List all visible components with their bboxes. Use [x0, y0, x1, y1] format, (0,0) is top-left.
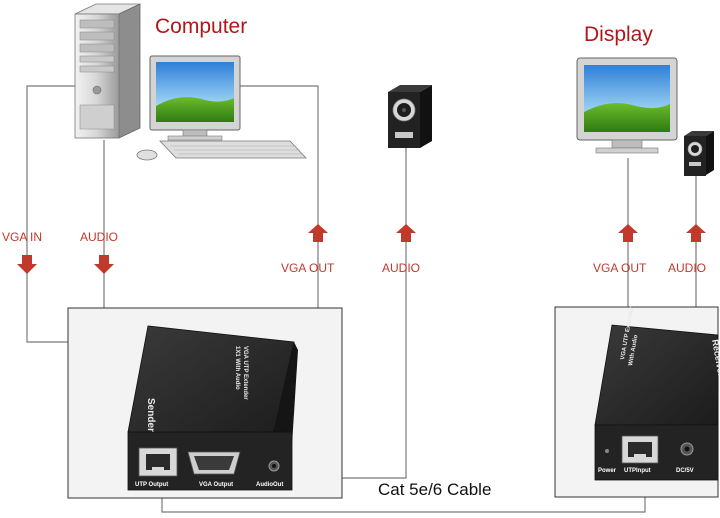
display-title: Display [584, 23, 653, 46]
receiver-product-line2: With Audio [628, 334, 639, 366]
audio-in-arrow-icon [94, 255, 114, 274]
sender-product-line2: 1X1 With Audio [234, 346, 240, 390]
vga-in-wire [26, 85, 75, 343]
cable-label: Cat 5e/6 Cable [378, 480, 491, 499]
rx-audio-arrow-icon [686, 224, 706, 242]
vga-out-arrow-icon [308, 224, 328, 242]
sender-device: VGA UTP Extender 1X1 With Audio Sender U… [127, 325, 298, 491]
computer-title: Computer [155, 15, 247, 38]
vga-in-label: VGA IN [2, 230, 42, 244]
sender-name: Sender [145, 398, 156, 432]
rx-vga-out-arrow-icon [618, 224, 638, 242]
audio-out-arrow-icon [396, 224, 416, 242]
display-monitor [576, 57, 678, 154]
sender-vga-label: VGA Output [199, 482, 233, 488]
rx-audio-label: AUDIO [668, 261, 706, 275]
computer-monitor [149, 55, 241, 141]
sender-utp-label: UTP Output [135, 482, 168, 488]
receiver-power-label: Power [598, 468, 617, 474]
receiver-device: VGA UTP Extender With Audio Receiver Pow… [594, 306, 720, 481]
audio-in-label: AUDIO [80, 230, 118, 244]
receiver-utp-label: UTPInput [624, 468, 651, 474]
receiver-name: Receiver [710, 339, 720, 378]
receiver-dc-label: DC/5V [676, 468, 694, 474]
vga-in-arrow-icon [17, 255, 37, 274]
speaker-left [388, 85, 432, 148]
keyboard [159, 140, 307, 159]
vga-out-label: VGA OUT [281, 261, 335, 275]
speaker-right [684, 131, 714, 176]
signal-arrows [17, 224, 706, 274]
mouse [136, 149, 158, 161]
sender-product-line1: VGA UTP Extender [242, 346, 248, 400]
audio-out-label: AUDIO [382, 261, 420, 275]
receiver-power-led [605, 449, 609, 453]
rx-vga-out-label: VGA OUT [593, 261, 647, 275]
computer-tower [74, 3, 141, 139]
sender-audio-label: AudioOut [256, 482, 283, 488]
